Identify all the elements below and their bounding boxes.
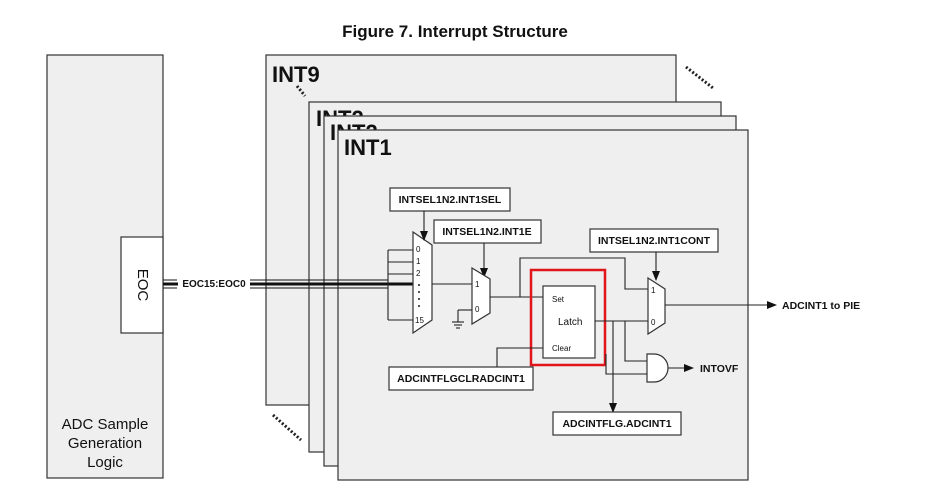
mux-in-1: 1 [416,257,421,266]
flag-register-label: ADCINTFLG.ADCINT1 [562,418,671,430]
adc-label-line: Logic [87,454,123,471]
mux-in-2: 2 [416,269,421,278]
bus-fan [387,249,413,321]
flag-register: ADCINTFLG.ADCINT1 [552,411,682,436]
clear-register: ADCINTFLGCLRADCINT1 [388,347,543,391]
enable-mux-in0: 0 [475,305,480,314]
eoc-block: EOC [120,236,164,334]
mux-in-0: 0 [416,245,421,254]
int9-label: INT9 [272,62,320,87]
eoc-bus: EOC15:EOC0 [163,276,413,291]
bus-label: EOC15:EOC0 [182,279,246,290]
and-in2-wire [605,354,647,375]
cont-mux-in1: 1 [651,286,656,295]
and-in1-wire [624,321,647,362]
eoc-select-mux: 0 1 2 15 [412,230,433,335]
adc-label-line: Generation [68,435,142,452]
int1sel-label: INTSEL1N2.INT1SEL [399,194,502,206]
intovf-label: INTOVF [700,363,739,375]
ground-symbol [452,309,472,329]
mux-in-15: 15 [415,316,424,325]
int1cont-register: INTSEL1N2.INT1CONT [589,228,719,281]
latch-clear-label: Clear [552,344,571,353]
enable-mux-in1: 1 [475,280,480,289]
cont-mux: 1 0 [647,276,666,336]
int1cont-label: INTSEL1N2.INT1CONT [598,235,711,247]
int1e-register: INTSEL1N2.INT1E [433,219,542,278]
latch-name: Latch [558,317,582,328]
int1e-label: INTSEL1N2.INT1E [442,226,531,238]
clear-wire [496,347,543,367]
clear-register-label: ADCINTFLGCLRADCINT1 [397,373,525,385]
latch-highlight [529,268,607,367]
eoc-label: EOC [134,269,151,302]
figure-title: Figure 7. Interrupt Structure [342,22,568,41]
latch-set-label: Set [552,295,565,304]
adc-label-line: ADC Sample [62,416,149,433]
cont-mux-in0: 0 [651,318,656,327]
int1sel-register: INTSEL1N2.INT1SEL [389,187,511,241]
stacking-dashes [272,65,714,442]
int1-label: INT1 [344,135,392,160]
ovf-and-gate [646,353,669,383]
latch-block: Set Latch Clear [542,285,596,359]
pie-output-label: ADCINT1 to PIE [782,300,860,312]
enable-mux: 1 0 [471,266,491,326]
latch-feedback-wire [490,257,648,298]
